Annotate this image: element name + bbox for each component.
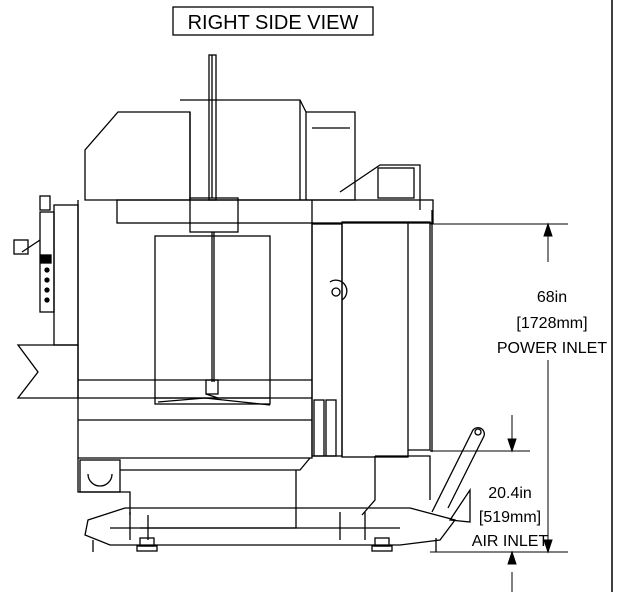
- spindle-head-block: [189, 197, 239, 233]
- air-dimension-inch: 20.4in: [488, 485, 532, 502]
- power-inlet-label: POWER INLET: [497, 340, 607, 357]
- view-title: RIGHT SIDE VIEW: [188, 12, 359, 34]
- air-dimension-mm: [519mm]: [479, 509, 541, 526]
- air-dimension: [430, 415, 530, 592]
- electrical-cabinet: [341, 221, 409, 458]
- power-dimension-inch: 68in: [537, 289, 567, 306]
- air-inlet-label: AIR INLET: [472, 533, 549, 550]
- power-dimension-mm: [1728mm]: [516, 315, 587, 332]
- machine-outline: [13, 54, 485, 552]
- base-plate: [84, 507, 457, 546]
- title-box: [172, 6, 374, 36]
- chip-chute: [16, 344, 79, 399]
- leveling-lever: [431, 427, 485, 513]
- power-dimension: [430, 222, 568, 554]
